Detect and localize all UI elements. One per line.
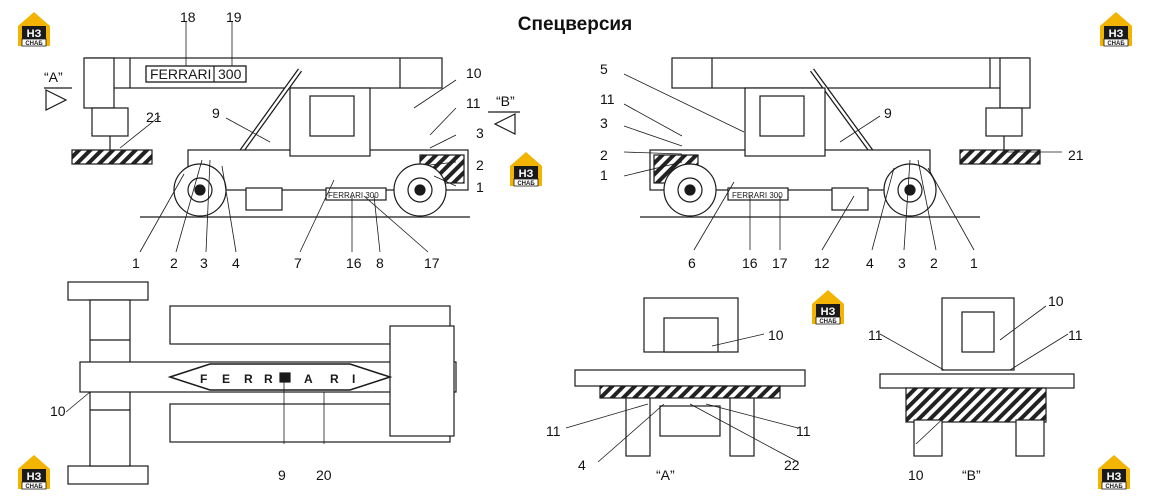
callout-left-view-7: 1 <box>476 179 484 195</box>
callout-view-a-1: 10 <box>768 327 784 343</box>
svg-text:НЗ: НЗ <box>519 168 534 180</box>
callout-left-view-9: 21 <box>146 109 162 125</box>
callout-right-view-2: 11 <box>600 91 615 107</box>
svg-text:НЗ: НЗ <box>27 471 42 483</box>
side-view-right-texts: FERRARI 300 <box>732 191 783 200</box>
svg-text:“A”: “A” <box>656 467 675 483</box>
logo-top-left: НЗ СНАБ <box>17 11 51 47</box>
side-view-right <box>640 57 1041 218</box>
callout-view-b-3: 11 <box>1068 327 1083 343</box>
callout-left-view-8: 9 <box>212 105 220 121</box>
callout-left-view-15: 16 <box>346 255 362 271</box>
front-view-a-label: “A” <box>656 467 675 483</box>
svg-text:FERRARI: FERRARI <box>150 66 211 82</box>
callout-left-view-13: 4 <box>232 255 240 271</box>
svg-text:СНАБ: СНАБ <box>1105 484 1123 490</box>
callout-view-b-4: 10 <box>908 467 924 483</box>
page-title: Спецверсия <box>517 14 633 35</box>
top-brand-letter: A <box>304 372 313 386</box>
callout-top-view-1: 10 <box>50 403 66 419</box>
svg-text:НЗ: НЗ <box>1107 471 1122 483</box>
rear-view-b-label: “B” <box>962 467 981 483</box>
top-brand-letter: R <box>264 372 273 386</box>
top-brand-letter: E <box>222 372 230 386</box>
logo-bottom-left: НЗ СНАБ <box>17 454 51 490</box>
side-view-left <box>44 57 520 218</box>
logo-bottom-right: НЗ СНАБ <box>1097 454 1131 490</box>
callout-right-view-9: 16 <box>742 255 758 271</box>
logo-top-right: НЗ СНАБ <box>1099 11 1133 47</box>
callout-view-b-1: 10 <box>1048 293 1064 309</box>
callout-right-view-5: 1 <box>600 167 608 183</box>
callout-left-view-17: 17 <box>424 255 440 271</box>
svg-text:FERRARI 300: FERRARI 300 <box>732 191 783 200</box>
callout-right-view-1: 5 <box>600 61 608 77</box>
callout-left-view-6: 2 <box>476 157 484 173</box>
callout-right-view-10: 17 <box>772 255 788 271</box>
callout-left-view-3: 10 <box>466 65 482 81</box>
logo-middle: НЗ СНАБ <box>509 151 543 187</box>
svg-text:СНАБ: СНАБ <box>1107 41 1125 47</box>
callout-view-b-2: 11 <box>868 327 883 343</box>
callout-view-a-3: 11 <box>796 423 811 439</box>
callout-left-view-4: 11 <box>466 95 481 111</box>
callout-right-view-13: 3 <box>898 255 906 271</box>
svg-text:НЗ: НЗ <box>1109 28 1124 40</box>
callout-left-view-2: 19 <box>226 9 242 25</box>
callout-left-view-14: 7 <box>294 255 302 271</box>
svg-text:FERRARI 300: FERRARI 300 <box>328 191 379 200</box>
leader-lines <box>65 22 1069 463</box>
front-view-a <box>574 297 806 457</box>
callout-right-view-6: 9 <box>884 105 892 121</box>
callout-view-a-5: 22 <box>784 457 800 473</box>
callout-right-view-7: 21 <box>1068 147 1084 163</box>
top-brand-letter: R <box>330 372 339 386</box>
callout-right-view-4: 2 <box>600 147 608 163</box>
top-view <box>67 281 457 485</box>
callout-left-view-16: 8 <box>376 255 384 271</box>
svg-text:300: 300 <box>218 66 242 82</box>
callout-top-view-3: 20 <box>316 467 332 483</box>
rear-view-b <box>879 297 1075 457</box>
callout-left-view-12: 3 <box>200 255 208 271</box>
callout-view-a-2: 11 <box>546 423 561 439</box>
top-brand-letter: I <box>352 372 355 386</box>
svg-text:СНАБ: СНАБ <box>25 484 43 490</box>
callout-right-view-14: 2 <box>930 255 938 271</box>
callout-right-view-8: 6 <box>688 255 696 271</box>
callout-left-view-1: 18 <box>180 9 196 25</box>
callout-left-view-11: 2 <box>170 255 178 271</box>
callout-view-a-4: 4 <box>578 457 586 473</box>
svg-text:“B”: “B” <box>962 467 981 483</box>
top-brand-letter: R <box>244 372 253 386</box>
callout-top-view-2: 9 <box>278 467 286 483</box>
callout-right-view-15: 1 <box>970 255 978 271</box>
svg-text:“B”: “B” <box>496 93 515 109</box>
top-brand-letter: F <box>200 372 207 386</box>
logo-right-middle: НЗ СНАБ <box>811 289 845 325</box>
svg-text:СНАБ: СНАБ <box>25 41 43 47</box>
svg-text:СНАБ: СНАБ <box>819 319 837 325</box>
svg-text:НЗ: НЗ <box>821 306 836 318</box>
callout-left-view-5: 3 <box>476 125 484 141</box>
svg-text:НЗ: НЗ <box>27 28 42 40</box>
callout-right-view-3: 3 <box>600 115 608 131</box>
callout-right-view-12: 4 <box>866 255 874 271</box>
svg-text:“A”: “A” <box>44 69 63 85</box>
svg-text:СНАБ: СНАБ <box>517 181 535 187</box>
callout-right-view-11: 12 <box>814 255 830 271</box>
callout-left-view-10: 1 <box>132 255 140 271</box>
side-view-left-texts: FERRARI 300 FERRARI 300 “A” “B” <box>44 66 515 200</box>
